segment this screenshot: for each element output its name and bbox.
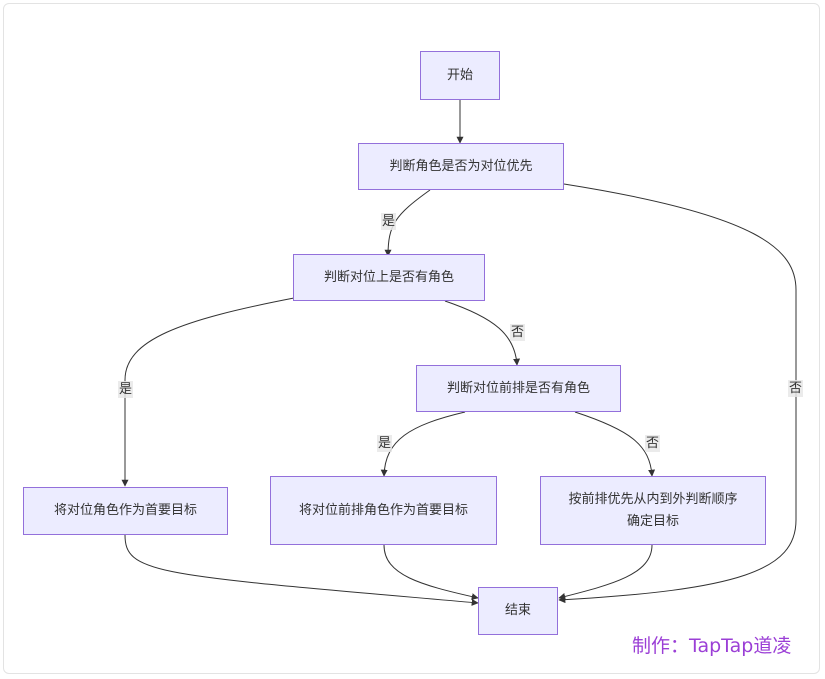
edge-label-no-3: 否 — [645, 435, 661, 452]
check-opposite-exists-node: 判断对位上是否有角色 — [293, 254, 485, 301]
target-opposite-label: 将对位角色作为首要目标 — [53, 503, 197, 518]
edge-label-yes-1: 是 — [381, 213, 397, 230]
edge-label-yes-3: 是 — [377, 435, 393, 452]
edge-label-no-1: 否 — [788, 380, 804, 397]
edge-label-yes-2: 是 — [118, 381, 134, 398]
edge-label-no-2: 否 — [510, 324, 526, 341]
target-order-label: 按前排优先从内到外判断顺序确定目标 — [568, 491, 738, 529]
end-node: 结束 — [478, 587, 558, 635]
edge-front-yes — [380, 411, 466, 477]
check-front-row-node: 判断对位前排是否有角色 — [416, 365, 621, 412]
target-front-row-node: 将对位前排角色作为首要目标 — [270, 476, 497, 545]
edge-target-front-to-end — [383, 544, 479, 601]
target-order-node: 按前排优先从内到外判断顺序确定目标 — [540, 476, 766, 545]
edge-exists-no — [444, 300, 521, 366]
edge-exists-yes — [121, 297, 295, 487]
check-opposite-priority-node: 判断角色是否为对位优先 — [358, 143, 564, 190]
author-credit: 制作：TapTap道凌 — [632, 635, 792, 657]
start-node-label: 开始 — [446, 67, 473, 83]
check-opposite-priority-label: 判断角色是否为对位优先 — [389, 158, 533, 174]
target-front-row-label: 将对位前排角色作为首要目标 — [298, 502, 468, 518]
edge-check-opposite-no — [558, 183, 797, 604]
edge-front-no — [574, 411, 656, 477]
check-opposite-exists-label: 判断对位上是否有角色 — [323, 269, 454, 285]
edge-target-opposite-to-end — [124, 534, 479, 606]
start-node: 开始 — [420, 51, 500, 100]
edge-target-order-to-end — [558, 544, 653, 600]
target-opposite-node: 将对位角色作为首要目标 — [23, 487, 228, 535]
diagram-frame — [3, 3, 820, 674]
check-front-row-label: 判断对位前排是否有角色 — [446, 380, 590, 396]
end-node-label: 结束 — [504, 603, 531, 618]
